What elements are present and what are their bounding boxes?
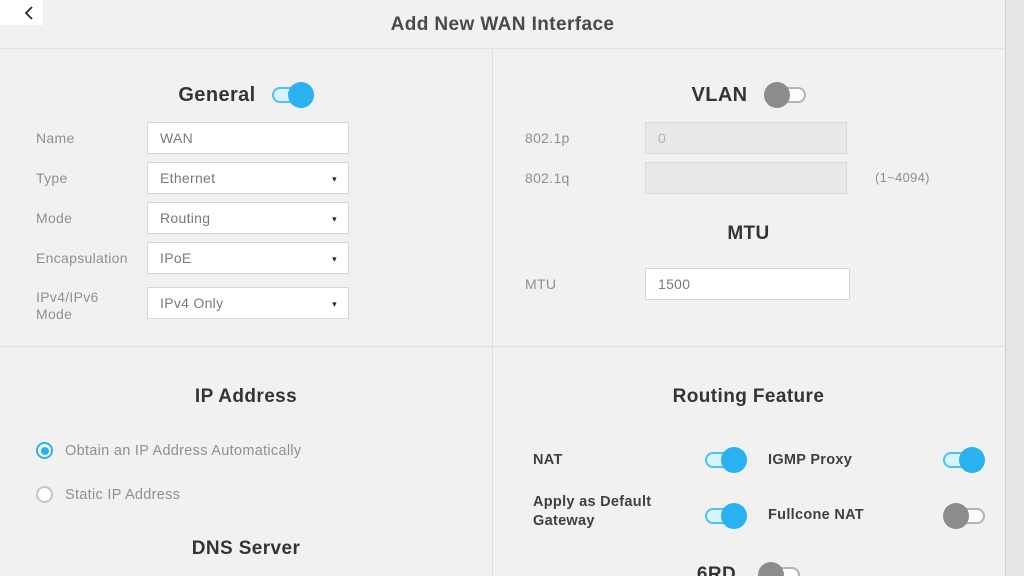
dot1q-label: 802.1q	[525, 170, 570, 186]
6rd-heading: 6RD	[696, 564, 737, 576]
name-label: Name	[36, 130, 75, 146]
routing-feature-section: Routing Feature NAT IGMP Proxy Apply as …	[492, 346, 1005, 576]
dot1p-input[interactable]	[645, 122, 847, 154]
mtu-input[interactable]	[645, 268, 850, 300]
radio-obtain-ip-automatically[interactable]: Obtain an IP Address Automatically	[36, 442, 301, 459]
caret-down-icon: ▾	[332, 299, 337, 309]
radio-static-ip[interactable]: Static IP Address	[36, 486, 180, 503]
fullcone-nat-toggle[interactable]	[943, 503, 985, 529]
igmp-proxy-label: IGMP Proxy	[768, 452, 853, 468]
type-select[interactable]: Ethernet ▾	[147, 162, 349, 194]
ip-address-heading: IP Address	[194, 386, 298, 407]
name-input[interactable]	[147, 122, 349, 154]
back-button[interactable]	[0, 0, 43, 25]
general-heading: General	[178, 83, 256, 106]
caret-down-icon: ▾	[332, 174, 337, 184]
radio-icon	[36, 442, 53, 459]
apply-default-gateway-toggle[interactable]	[705, 503, 747, 529]
header: Add New WAN Interface	[0, 0, 1005, 49]
general-toggle[interactable]	[271, 82, 314, 108]
ip-mode-label: IPv4/IPv6 Mode	[36, 289, 99, 322]
encapsulation-select[interactable]: IPoE ▾	[147, 242, 349, 274]
horizontal-divider	[0, 346, 1005, 347]
type-label: Type	[36, 170, 68, 186]
mode-label: Mode	[36, 210, 73, 226]
routing-feature-heading: Routing Feature	[672, 386, 825, 407]
dot1q-range-hint: (1~4094)	[875, 170, 930, 185]
radio-icon	[36, 486, 53, 503]
dns-server-heading: DNS Server	[191, 538, 301, 559]
vlan-section: VLAN 802.1p 802.1q (1~4094) MTU MTU	[492, 49, 1005, 346]
fullcone-nat-label: Fullcone NAT	[768, 507, 864, 523]
page-title: Add New WAN Interface	[390, 13, 615, 35]
encapsulation-label: Encapsulation	[36, 250, 128, 266]
mtu-heading: MTU	[727, 223, 770, 244]
6rd-toggle[interactable]	[758, 562, 801, 576]
vertical-divider	[492, 49, 493, 576]
dot1p-label: 802.1p	[525, 130, 570, 146]
mode-select[interactable]: Routing ▾	[147, 202, 349, 234]
nat-label: NAT	[533, 452, 563, 468]
apply-default-gateway-label: Apply as Default Gateway	[533, 494, 652, 529]
nat-toggle[interactable]	[705, 447, 747, 473]
ip-mode-select[interactable]: IPv4 Only ▾	[147, 287, 349, 319]
chevron-left-icon	[24, 5, 33, 20]
vlan-toggle[interactable]	[763, 82, 806, 108]
dot1q-input[interactable]	[645, 162, 847, 194]
caret-down-icon: ▾	[332, 214, 337, 224]
igmp-proxy-toggle[interactable]	[943, 447, 985, 473]
vlan-heading: VLAN	[691, 83, 748, 106]
caret-down-icon: ▾	[332, 254, 337, 264]
scrollbar-track[interactable]	[1005, 0, 1024, 576]
ip-address-section: IP Address Obtain an IP Address Automati…	[0, 346, 492, 576]
general-section: General Name Type Ethernet ▾ Mode Routin…	[0, 49, 492, 346]
mtu-label: MTU	[525, 276, 557, 292]
